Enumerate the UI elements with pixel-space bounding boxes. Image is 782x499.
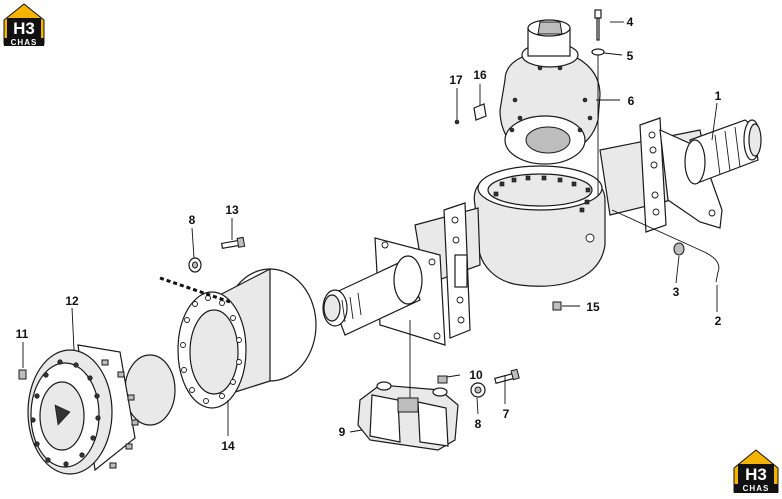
callout-11: 11 [16, 327, 29, 341]
callout-3: 3 [673, 285, 680, 299]
hose-washer [673, 242, 685, 256]
breather-screw [454, 119, 460, 125]
callout-8-caliper: 8 [475, 417, 482, 431]
carrier-washer [591, 48, 605, 56]
logo-top-text: H3 [13, 19, 35, 38]
callout-9: 9 [339, 425, 346, 439]
callout-17: 17 [449, 73, 463, 87]
callout-1: 1 [715, 89, 722, 103]
logo-bottom-text: CHAS [11, 38, 38, 47]
hub-bolt [18, 369, 27, 380]
callout-13: 13 [225, 203, 239, 217]
callout-14: 14 [221, 439, 235, 453]
callout-10: 10 [469, 368, 483, 382]
brand-logo-top-left: H3 CHAS [3, 3, 45, 47]
breather-plate [473, 103, 487, 121]
callout-5: 5 [627, 49, 634, 63]
callout-16: 16 [473, 68, 487, 82]
callout-7: 7 [503, 407, 510, 421]
logo-top-text: H3 [745, 465, 767, 484]
callout-2: 2 [715, 314, 722, 328]
callout-4: 4 [627, 15, 634, 29]
drum-stud [220, 236, 246, 250]
wheel-hub [27, 344, 176, 475]
brand-logo-bottom-right: H3 CHAS [733, 449, 779, 493]
axle-housing [322, 117, 762, 346]
callout-labels: 1 2 3 4 5 6 7 8 8 9 10 11 12 13 14 15 16… [16, 15, 722, 453]
leader-lines [22, 21, 718, 436]
callout-6: 6 [628, 94, 635, 108]
caliper-bolt [494, 368, 520, 384]
alignment-dashed-line [159, 276, 231, 304]
callout-12: 12 [65, 294, 79, 308]
brake-caliper [357, 381, 459, 451]
caliper-bolt-small [437, 375, 448, 384]
logo-bottom-text: CHAS [743, 484, 770, 493]
breather-hose [611, 209, 720, 283]
callout-15: 15 [586, 300, 600, 314]
brake-drum [177, 268, 317, 409]
callout-8-drum: 8 [189, 213, 196, 227]
differential-carrier [499, 19, 601, 165]
carrier-bolt [594, 9, 602, 41]
